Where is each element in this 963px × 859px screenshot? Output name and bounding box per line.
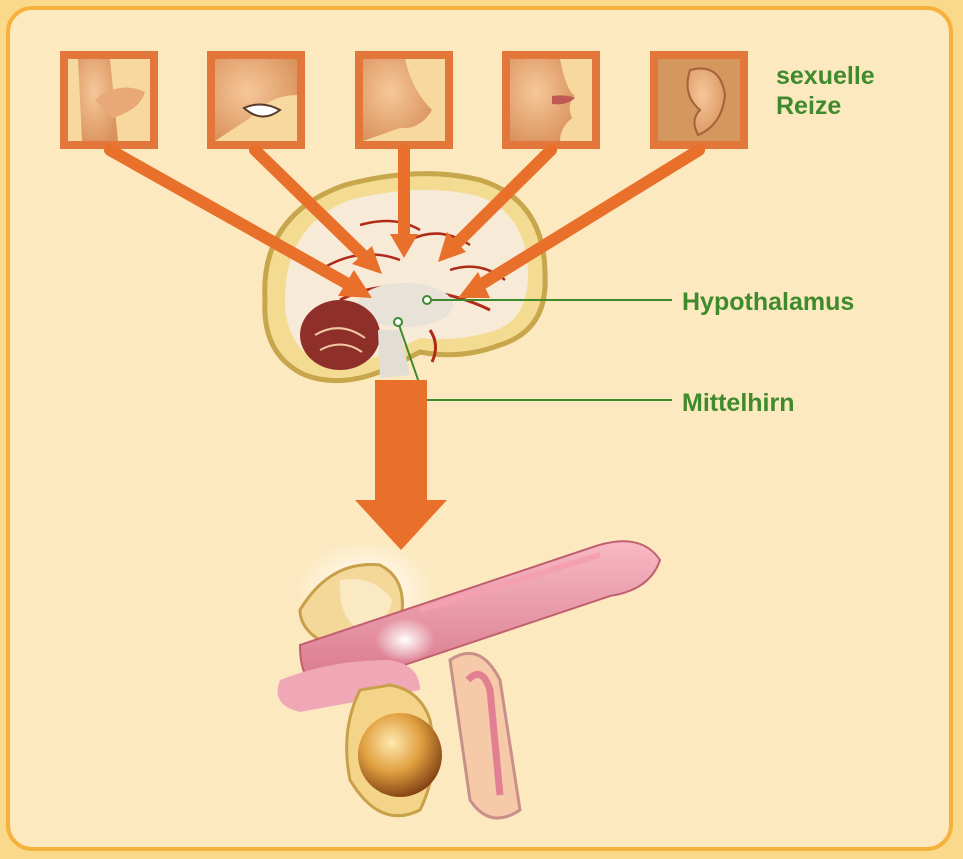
hypothalamus-label: Hypothalamus	[682, 287, 854, 317]
mouth-icon	[502, 51, 600, 149]
sense-thumbnails	[60, 51, 748, 149]
down-arrow	[355, 380, 447, 550]
stimuli-label: sexuelle Reize	[776, 61, 936, 121]
eye-icon	[207, 51, 305, 149]
genital-anatomy-illustration	[278, 540, 661, 818]
stimuli-label-line2: Reize	[776, 91, 936, 121]
nose-icon	[355, 51, 453, 149]
midbrain-label: Mittelhirn	[682, 388, 795, 418]
hand-touch-icon	[60, 51, 158, 149]
ear-icon	[650, 51, 748, 149]
stimuli-label-line1: sexuelle	[776, 61, 936, 91]
